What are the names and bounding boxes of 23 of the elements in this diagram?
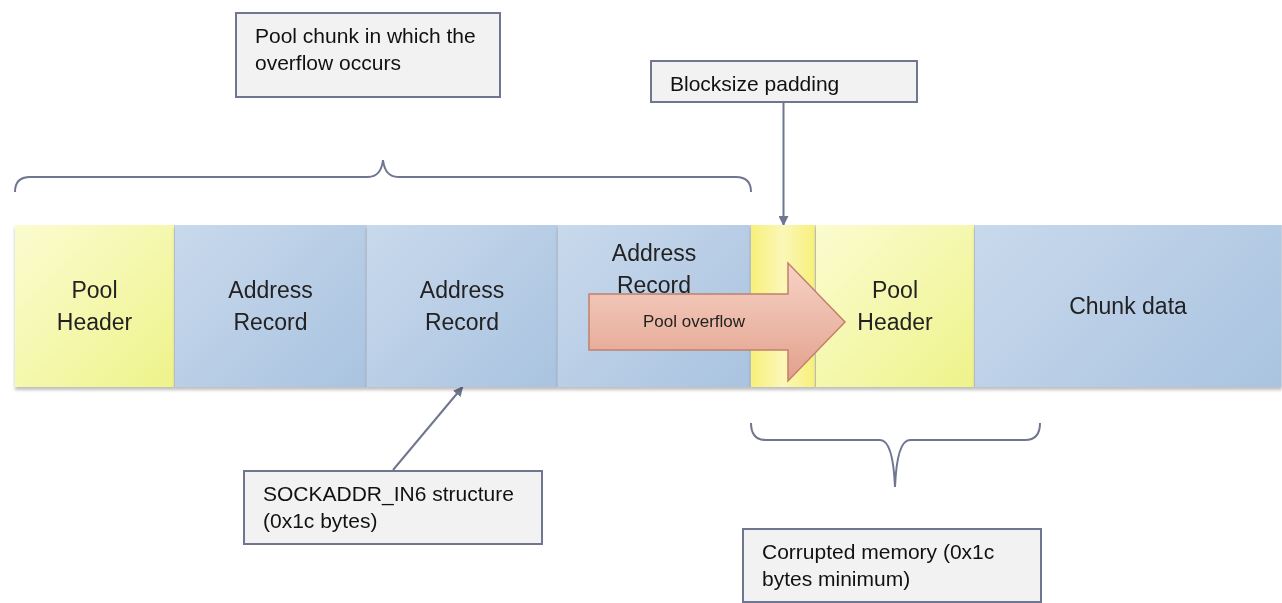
arrow-label: Pool overflow xyxy=(643,312,746,332)
callout-box xyxy=(235,12,501,98)
callout-text: Blocksize padding xyxy=(670,72,840,95)
block-label: Pool Header xyxy=(55,275,134,337)
arrow xyxy=(778,102,789,226)
block-label: Address Record xyxy=(227,275,314,337)
block-label: Address Record xyxy=(418,275,506,337)
block-arrow xyxy=(588,262,846,382)
memory-block xyxy=(15,225,175,387)
arrow xyxy=(392,386,464,471)
block-label: Pool Header xyxy=(856,275,934,337)
block-label: Address Record xyxy=(610,239,698,301)
callout-box xyxy=(650,60,918,103)
memory-block xyxy=(975,225,1282,387)
callout-box xyxy=(243,470,543,545)
block-label: Chunk data xyxy=(1069,291,1187,321)
callout-box xyxy=(742,528,1042,603)
callout-text: Corrupted memory (0x1c bytes minimum) xyxy=(762,540,995,591)
memory-block xyxy=(175,225,367,387)
memory-block xyxy=(816,225,975,387)
callout-text: Pool chunk in which the overflow occurs xyxy=(255,24,476,75)
callout-text: SOCKADDR_IN6 structure (0x1c bytes) xyxy=(263,482,514,533)
memory-block xyxy=(367,225,558,387)
